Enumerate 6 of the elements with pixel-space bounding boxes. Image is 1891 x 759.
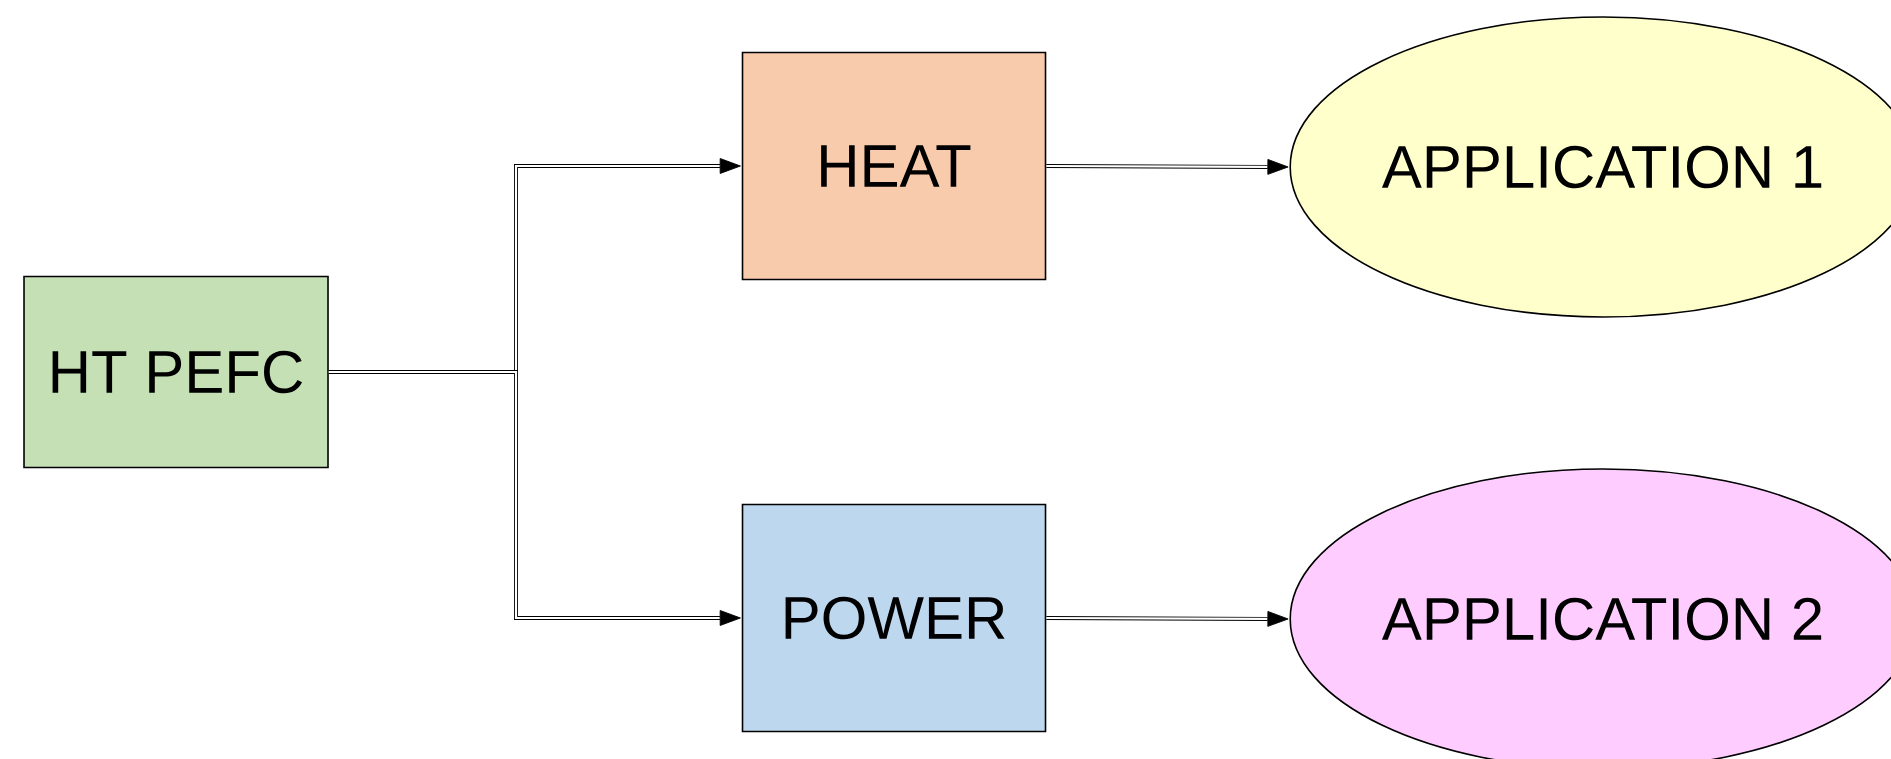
arrow bbox=[1046, 610, 1289, 627]
arrow bbox=[328, 370, 741, 626]
process-box: POWER bbox=[741, 503, 1047, 733]
process-box: HEAT bbox=[741, 51, 1047, 281]
process-box: HT PEFC bbox=[23, 275, 329, 469]
arrow bbox=[1046, 159, 1289, 175]
